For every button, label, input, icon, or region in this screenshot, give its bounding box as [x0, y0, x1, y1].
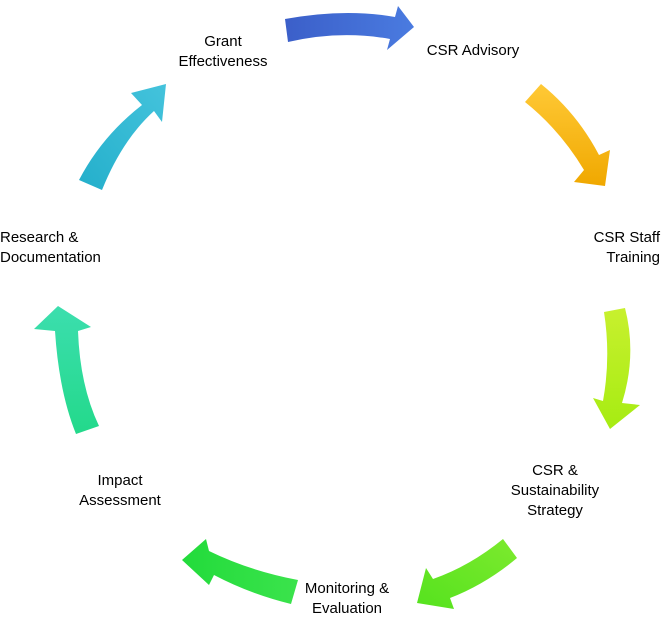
node-csr-advisory: CSR Advisory: [418, 41, 528, 61]
node-label-line: Monitoring &: [304, 580, 390, 597]
node-label-line: Research &: [0, 229, 79, 246]
arrow-advisory-to-staff: [525, 84, 610, 186]
node-csr-sustainability-strategy: CSR & Sustainability Strategy: [500, 461, 610, 521]
arrow-staff-to-strategy: [593, 308, 640, 429]
node-label-line: CSR Advisory: [426, 42, 520, 59]
arrow-impact-to-research: [34, 306, 99, 434]
arrow-research-to-grant: [79, 84, 166, 190]
node-label-line: Training: [606, 249, 660, 266]
node-label-line: Effectiveness: [178, 53, 268, 70]
node-label-line: Documentation: [0, 249, 101, 266]
arrow-strategy-to-monitor: [417, 539, 517, 609]
node-label-line: CSR Staff: [593, 229, 660, 246]
arrow-grant-to-advisory: [285, 6, 414, 50]
node-research-documentation: Research & Documentation: [0, 228, 130, 268]
arrow-monitor-to-impact: [182, 539, 298, 604]
node-label-line: Grant: [204, 33, 242, 50]
node-label-line: Strategy: [527, 502, 583, 519]
node-impact-assessment: Impact Assessment: [65, 471, 175, 511]
node-csr-staff-training: CSR Staff Training: [560, 228, 660, 268]
node-label-line: Impact: [97, 472, 143, 489]
node-label-line: Assessment: [79, 492, 161, 509]
node-grant-effectiveness: Grant Effectiveness: [168, 32, 278, 72]
node-label-line: Evaluation: [311, 600, 383, 617]
node-label-line: Sustainability: [510, 482, 600, 499]
node-label-line: CSR &: [532, 462, 578, 479]
node-monitoring-evaluation: Monitoring & Evaluation: [282, 579, 412, 619]
